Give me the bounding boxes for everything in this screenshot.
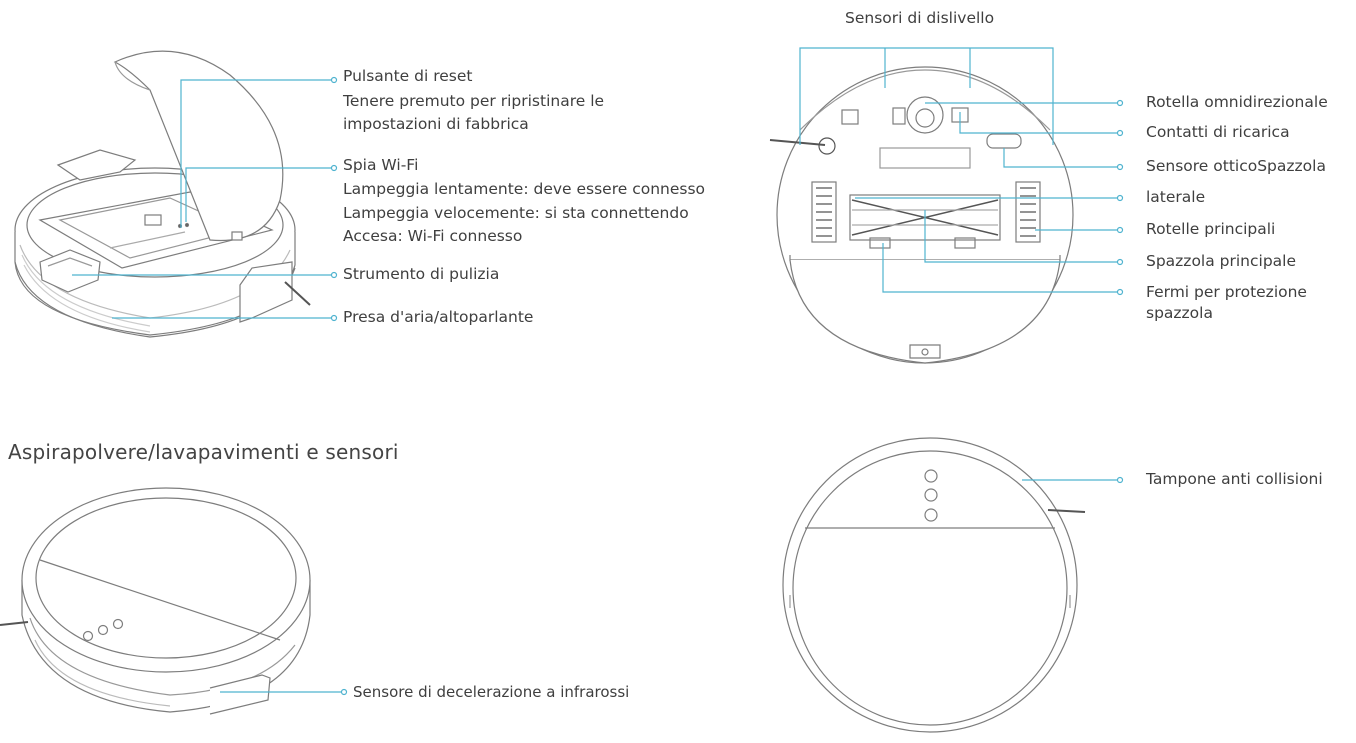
reset-button-label: Pulsante di reset	[343, 66, 472, 87]
charging-contacts-label: Contatti di ricarica	[1146, 122, 1290, 143]
wifi-indicator-label: Spia Wi-Fi	[343, 155, 418, 176]
brush-guard-label-line2: spazzola	[1146, 303, 1213, 324]
reset-button-desc-line1: Tenere premuto per ripristinare le	[343, 91, 604, 112]
bottom-view-leader-dots	[1118, 101, 1123, 295]
robot-perspective-illustration	[0, 488, 310, 714]
bumper-label: Tampone anti collisioni	[1146, 469, 1323, 490]
wifi-slow-blink-desc: Lampeggia lentamente: deve essere connes…	[343, 179, 705, 200]
wifi-on-desc: Accesa: Wi-Fi connesso	[343, 226, 522, 247]
optical-sensor-label: Sensore otticoSpazzola	[1146, 156, 1326, 177]
main-brush-label: Spazzola principale	[1146, 251, 1296, 272]
air-outlet-label: Presa d'aria/altoparlante	[343, 307, 533, 328]
brush-guard-label-line1: Fermi per protezione	[1146, 282, 1307, 303]
ir-sensor-label: Sensore di decelerazione a infrarossi	[353, 682, 629, 703]
side-brush-label: laterale	[1146, 187, 1205, 208]
bumper-leader	[1022, 478, 1123, 483]
reset-button-desc-line2: impostazioni di fabbrica	[343, 114, 529, 135]
robot-bottom-view-illustration	[770, 67, 1073, 363]
wifi-fast-blink-desc: Lampeggia velocemente: si sta connettend…	[343, 203, 689, 224]
omni-wheel-label: Rotella omnidirezionale	[1146, 92, 1328, 113]
robot-open-lid-illustration	[15, 51, 310, 337]
section-heading: Aspirapolvere/lavapavimenti e sensori	[8, 440, 399, 464]
cleaning-tool-label: Strumento di pulizia	[343, 264, 499, 285]
main-wheels-label: Rotelle principali	[1146, 219, 1275, 240]
top-left-leader-dots	[332, 78, 337, 321]
robot-top-view-illustration	[783, 438, 1085, 732]
cliff-sensors-label: Sensori di dislivello	[845, 8, 994, 29]
